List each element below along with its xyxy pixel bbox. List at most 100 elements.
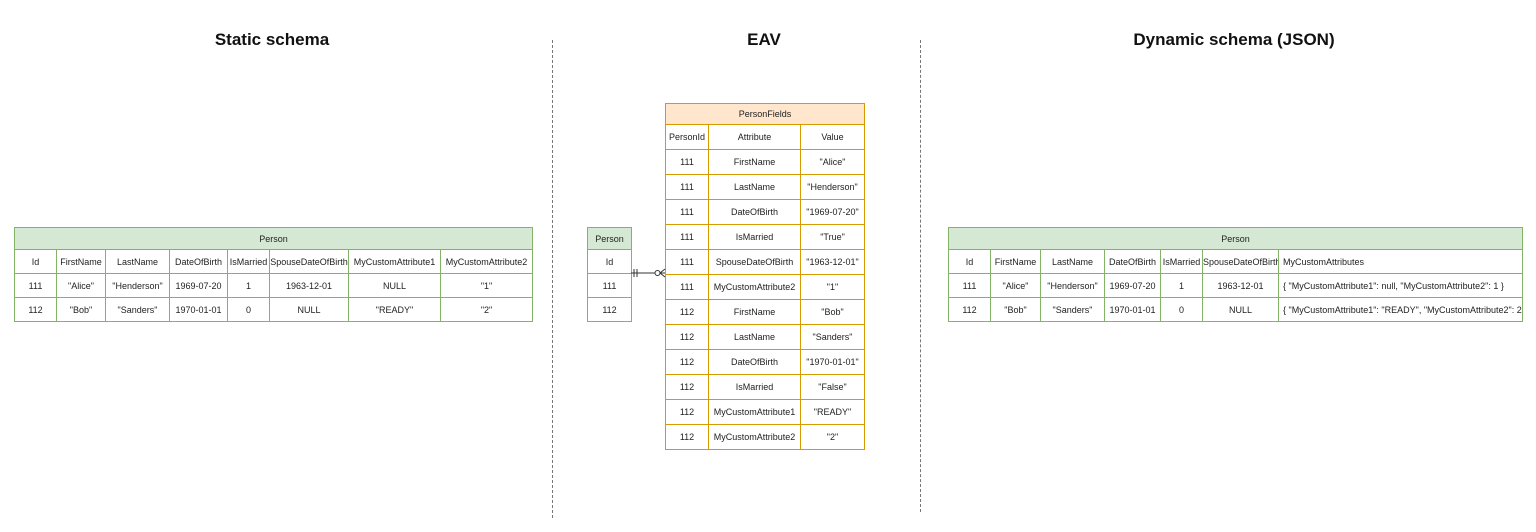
table-cell: "False"	[800, 374, 865, 400]
table-cell: 1970-01-01	[1104, 297, 1161, 322]
column-header: SpouseDateOfBirth	[269, 249, 349, 274]
table-cell: "Sanders"	[105, 297, 170, 322]
column-header: PersonId	[665, 124, 709, 150]
dynamic-schema-title: Dynamic schema (JSON)	[1133, 30, 1335, 49]
table-row: 111	[587, 273, 632, 298]
table-cell: 111	[665, 224, 709, 250]
table-cell: "Henderson"	[800, 174, 865, 200]
table-header: Person	[948, 227, 1523, 250]
column-header: SpouseDateOfBirth	[1202, 249, 1279, 274]
table-cell: 112	[665, 324, 709, 350]
table-cell: "1"	[439, 273, 534, 298]
column-header: DateOfBirth	[169, 249, 228, 274]
table-cell: 1963-12-01	[1202, 273, 1279, 298]
table-cell: NULL	[1202, 297, 1279, 322]
table-cell: DateOfBirth	[708, 199, 801, 225]
table-cell: "Sanders"	[800, 324, 865, 350]
column-header: Value	[800, 124, 865, 150]
table-cell: 112	[587, 297, 632, 322]
table-cell: MyCustomAttribute2	[708, 424, 801, 450]
column-header: FirstName	[990, 249, 1041, 274]
table-row: 112	[587, 297, 632, 322]
table-cell: 111	[665, 174, 709, 200]
table-cell: "1969-07-20"	[800, 199, 865, 225]
table-cell: DateOfBirth	[708, 349, 801, 375]
table-cell: 1	[1160, 273, 1203, 298]
table-cell: 111	[587, 273, 632, 298]
table-cell: "Sanders"	[1040, 297, 1105, 322]
table-header: Person	[587, 227, 632, 250]
column-header: MyCustomAttribute1	[348, 249, 441, 274]
divider-right	[920, 40, 921, 512]
table-cell: MyCustomAttribute1	[708, 399, 801, 425]
zero-marker	[654, 270, 661, 276]
table-cell: 0	[1160, 297, 1203, 322]
column-header-row: Id	[587, 249, 632, 274]
column-header: Id	[587, 249, 632, 274]
table-cell: "Alice"	[990, 273, 1041, 298]
divider-left	[552, 40, 553, 518]
table-cell: "2"	[800, 424, 865, 450]
table-cell: LastName	[708, 174, 801, 200]
column-header: MyCustomAttributes	[1278, 249, 1523, 274]
column-header: DateOfBirth	[1104, 249, 1161, 274]
column-header: Id	[948, 249, 991, 274]
table-cell: LastName	[708, 324, 801, 350]
column-header: Id	[14, 249, 57, 274]
table-cell: IsMarried	[708, 224, 801, 250]
table-cell: 1963-12-01	[269, 273, 349, 298]
column-header: FirstName	[56, 249, 106, 274]
table-cell: 111	[14, 273, 57, 298]
table-cell: 112	[948, 297, 991, 322]
table-cell: "Henderson"	[1040, 273, 1105, 298]
column-header: LastName	[1040, 249, 1105, 274]
table-cell: { "MyCustomAttribute1": "READY", "MyCust…	[1278, 297, 1523, 322]
table-cell: 111	[948, 273, 991, 298]
table-cell: "Bob"	[56, 297, 106, 322]
table-cell: "1"	[800, 274, 865, 300]
table-cell: "Alice"	[800, 149, 865, 175]
table-cell: SpouseDateOfBirth	[708, 249, 801, 275]
table-cell: 111	[665, 274, 709, 300]
column-header: LastName	[105, 249, 170, 274]
column-header: Attribute	[708, 124, 801, 150]
table-cell: NULL	[269, 297, 349, 322]
table-cell: 1	[227, 273, 270, 298]
eav-title: EAV	[747, 30, 781, 49]
table-cell: 112	[665, 424, 709, 450]
table-cell: "True"	[800, 224, 865, 250]
table-cell: MyCustomAttribute2	[708, 274, 801, 300]
table-cell: 111	[665, 149, 709, 175]
table-cell: 112	[665, 399, 709, 425]
table-cell: "READY"	[348, 297, 441, 322]
table-cell: FirstName	[708, 299, 801, 325]
table-header: Person	[13, 227, 534, 250]
table-cell: IsMarried	[708, 374, 801, 400]
column-header: MyCustomAttribute2	[439, 249, 534, 274]
table-cell: 111	[665, 249, 709, 275]
table-cell: 1969-07-20	[1104, 273, 1161, 298]
table-cell: 111	[665, 199, 709, 225]
table-cell: 1970-01-01	[169, 297, 228, 322]
